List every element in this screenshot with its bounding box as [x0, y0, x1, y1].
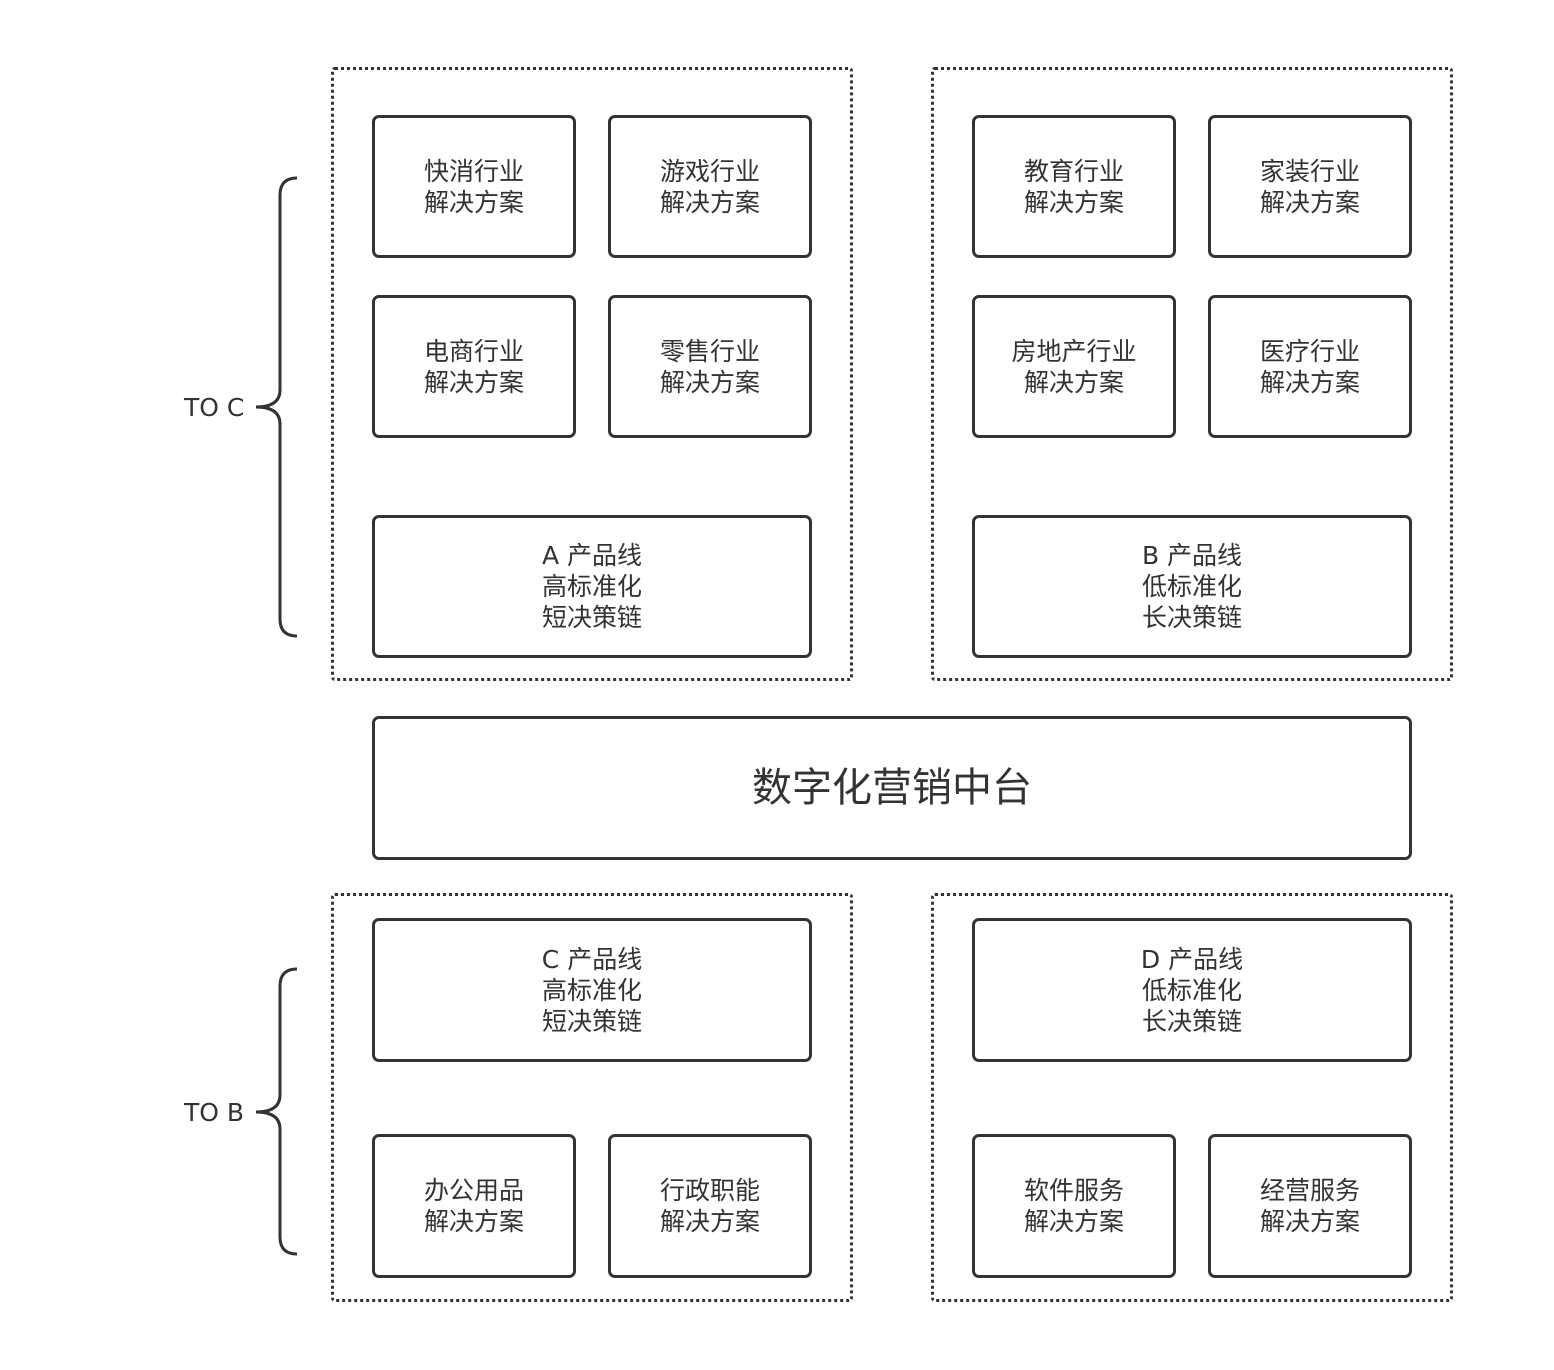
- to-b-label: TO B: [184, 1098, 245, 1127]
- solution-administration: 行政职能 解决方案: [608, 1134, 812, 1278]
- solution-suffix: 解决方案: [1259, 187, 1360, 217]
- solution-name: 快消行业: [423, 156, 524, 186]
- product-line-standardization: 低标准化: [1141, 572, 1242, 601]
- solution-suffix: 解决方案: [1259, 367, 1360, 397]
- solution-suffix: 解决方案: [423, 187, 524, 217]
- product-line-decision-chain: 长决策链: [1141, 1006, 1242, 1036]
- product-line-decision-chain: 短决策链: [541, 1006, 642, 1036]
- solution-name: 经营服务: [1259, 1176, 1360, 1205]
- solution-name: 办公用品: [423, 1176, 524, 1205]
- product-line-c: C 产品线 高标准化 短决策链: [372, 918, 812, 1062]
- solution-education: 教育行业 解决方案: [972, 115, 1176, 258]
- solution-software-services: 软件服务 解决方案: [972, 1134, 1176, 1278]
- solution-medical: 医疗行业 解决方案: [1208, 295, 1412, 438]
- solution-ecommerce: 电商行业 解决方案: [372, 295, 576, 438]
- solution-real-estate: 房地产行业 解决方案: [972, 295, 1176, 438]
- product-line-name: A 产品线: [541, 541, 643, 570]
- solution-name: 家装行业: [1259, 156, 1360, 186]
- product-line-d: D 产品线 低标准化 长决策链: [972, 918, 1412, 1062]
- product-line-decision-chain: 长决策链: [1141, 603, 1242, 632]
- solution-suffix: 解决方案: [659, 1207, 760, 1236]
- solution-suffix: 解决方案: [423, 367, 524, 397]
- solution-suffix: 解决方案: [659, 367, 760, 397]
- group-a: [331, 67, 853, 681]
- solution-suffix: 解决方案: [1259, 1207, 1360, 1236]
- solution-suffix: 解决方案: [1023, 367, 1124, 397]
- product-line-standardization: 低标准化: [1141, 975, 1242, 1005]
- solution-suffix: 解决方案: [659, 187, 760, 217]
- solution-name: 医疗行业: [1259, 336, 1360, 366]
- solution-name: 游戏行业: [659, 156, 760, 186]
- product-line-standardization: 高标准化: [541, 975, 642, 1005]
- group-d: [931, 893, 1453, 1302]
- solution-suffix: 解决方案: [423, 1207, 524, 1236]
- solution-retail: 零售行业 解决方案: [608, 295, 812, 438]
- digital-marketing-platform: 数字化营销中台: [372, 716, 1412, 860]
- solution-business-services: 经营服务 解决方案: [1208, 1134, 1412, 1278]
- solution-name: 电商行业: [423, 336, 524, 366]
- group-c: [331, 893, 853, 1302]
- product-line-standardization: 高标准化: [541, 572, 642, 601]
- solution-suffix: 解决方案: [1023, 1207, 1124, 1236]
- solution-name: 零售行业: [659, 336, 760, 366]
- product-line-name: C 产品线: [541, 944, 643, 974]
- product-line-decision-chain: 短决策链: [541, 603, 642, 632]
- solution-suffix: 解决方案: [1023, 187, 1124, 217]
- product-line-a: A 产品线 高标准化 短决策链: [372, 515, 812, 658]
- platform-title: 数字化营销中台: [752, 765, 1032, 811]
- solution-fmcg: 快消行业 解决方案: [372, 115, 576, 258]
- solution-home-decor: 家装行业 解决方案: [1208, 115, 1412, 258]
- to-c-label: TO C: [184, 393, 245, 422]
- to-b-brace: [255, 967, 298, 1256]
- product-line-name: D 产品线: [1140, 944, 1244, 974]
- product-line-b: B 产品线 低标准化 长决策链: [972, 515, 1412, 658]
- solution-name: 行政职能: [659, 1176, 760, 1205]
- solution-name: 房地产行业: [1011, 336, 1137, 366]
- group-b: [931, 67, 1453, 681]
- solution-office-supplies: 办公用品 解决方案: [372, 1134, 576, 1278]
- product-line-name: B 产品线: [1141, 541, 1243, 570]
- to-c-brace: [255, 176, 298, 638]
- solution-name: 软件服务: [1023, 1176, 1124, 1205]
- solution-gaming: 游戏行业 解决方案: [608, 115, 812, 258]
- solution-name: 教育行业: [1023, 156, 1124, 186]
